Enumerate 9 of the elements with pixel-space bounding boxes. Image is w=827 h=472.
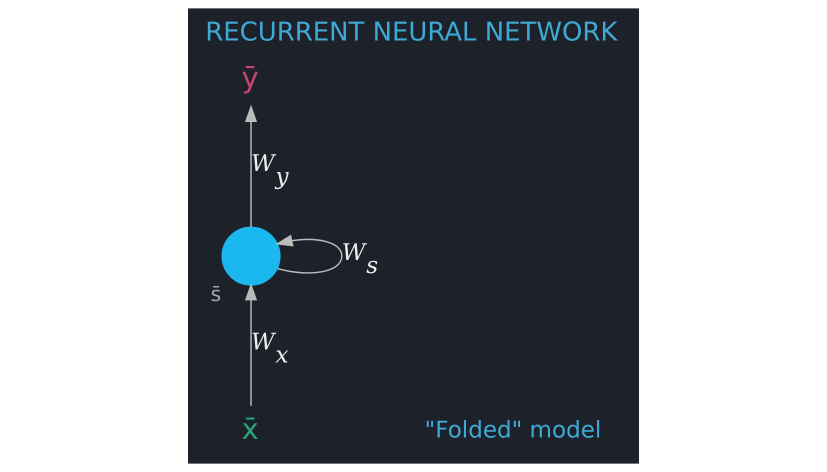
arrow xyxy=(275,234,343,274)
node-circle xyxy=(222,226,281,286)
node-text: ȳ xyxy=(242,60,259,95)
label: "Folded" model xyxy=(424,417,602,444)
arrow xyxy=(244,283,258,406)
diagram-title: RECURRENT NEURAL NETWORK xyxy=(205,18,618,48)
node-label: s̄ xyxy=(210,282,222,306)
arrow xyxy=(244,104,258,228)
node-text: x̄ xyxy=(242,412,259,446)
